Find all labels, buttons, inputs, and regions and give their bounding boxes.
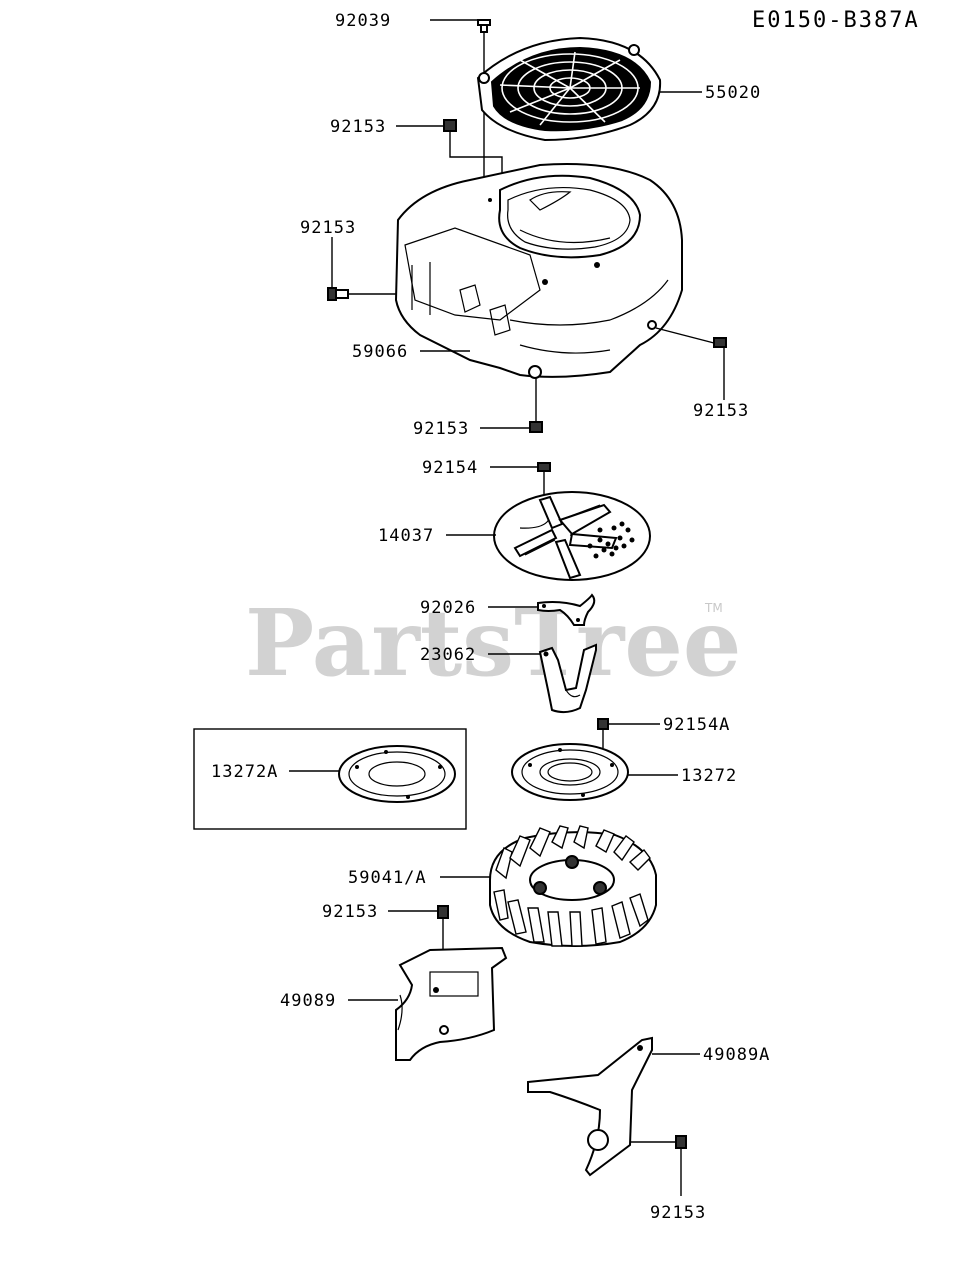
callout-23062[interactable]: 23062 [420,645,476,665]
callout-49089a[interactable]: 49089A [703,1045,770,1065]
callout-14037[interactable]: 14037 [378,526,434,546]
part-59066-blower-housing[interactable] [394,163,683,379]
callout-92039[interactable]: 92039 [335,11,391,31]
part-92153-screw-d[interactable] [655,327,727,400]
part-14037-plate[interactable] [493,491,651,581]
part-92026-plate[interactable] [537,593,596,626]
callout-92153-b[interactable]: 92153 [300,218,356,238]
callout-59041a[interactable]: 59041/A [348,868,427,888]
part-92153-screw-b[interactable] [327,237,396,301]
callout-49089[interactable]: 49089 [280,991,336,1011]
watermark-brand: PartsTree [245,589,741,697]
watermark-trademark: TM [704,601,723,615]
callout-92153-e[interactable]: 92153 [322,902,378,922]
part-49089-shield[interactable] [395,946,508,1061]
callout-55020[interactable]: 55020 [705,83,761,103]
part-55020-screen[interactable] [476,36,662,142]
callout-92153-f[interactable]: 92153 [650,1203,706,1223]
callout-59066[interactable]: 59066 [352,342,408,362]
part-49089a-shield[interactable] [527,1036,653,1177]
diagram-code: E0150-B387A [752,8,920,33]
callout-92153-a[interactable]: 92153 [330,117,386,137]
callout-92154[interactable]: 92154 [422,458,478,478]
callout-92154a[interactable]: 92154A [663,715,730,735]
alternate-part-box [193,728,467,830]
part-13272a-plate[interactable] [338,745,456,803]
callout-92153-d[interactable]: 92153 [693,401,749,421]
callout-13272a[interactable]: 13272A [211,762,278,782]
part-92154a-screw[interactable] [597,718,609,748]
part-92153-screw-c[interactable] [529,378,543,433]
part-13272-plate[interactable] [511,743,629,801]
callout-92026[interactable]: 92026 [420,598,476,618]
callout-92153-c[interactable]: 92153 [413,419,469,439]
part-59041a-fan[interactable] [489,825,657,947]
part-23062-bracket[interactable] [538,643,597,714]
part-92153-screw-f[interactable] [630,1135,687,1196]
callout-13272[interactable]: 13272 [681,766,737,786]
